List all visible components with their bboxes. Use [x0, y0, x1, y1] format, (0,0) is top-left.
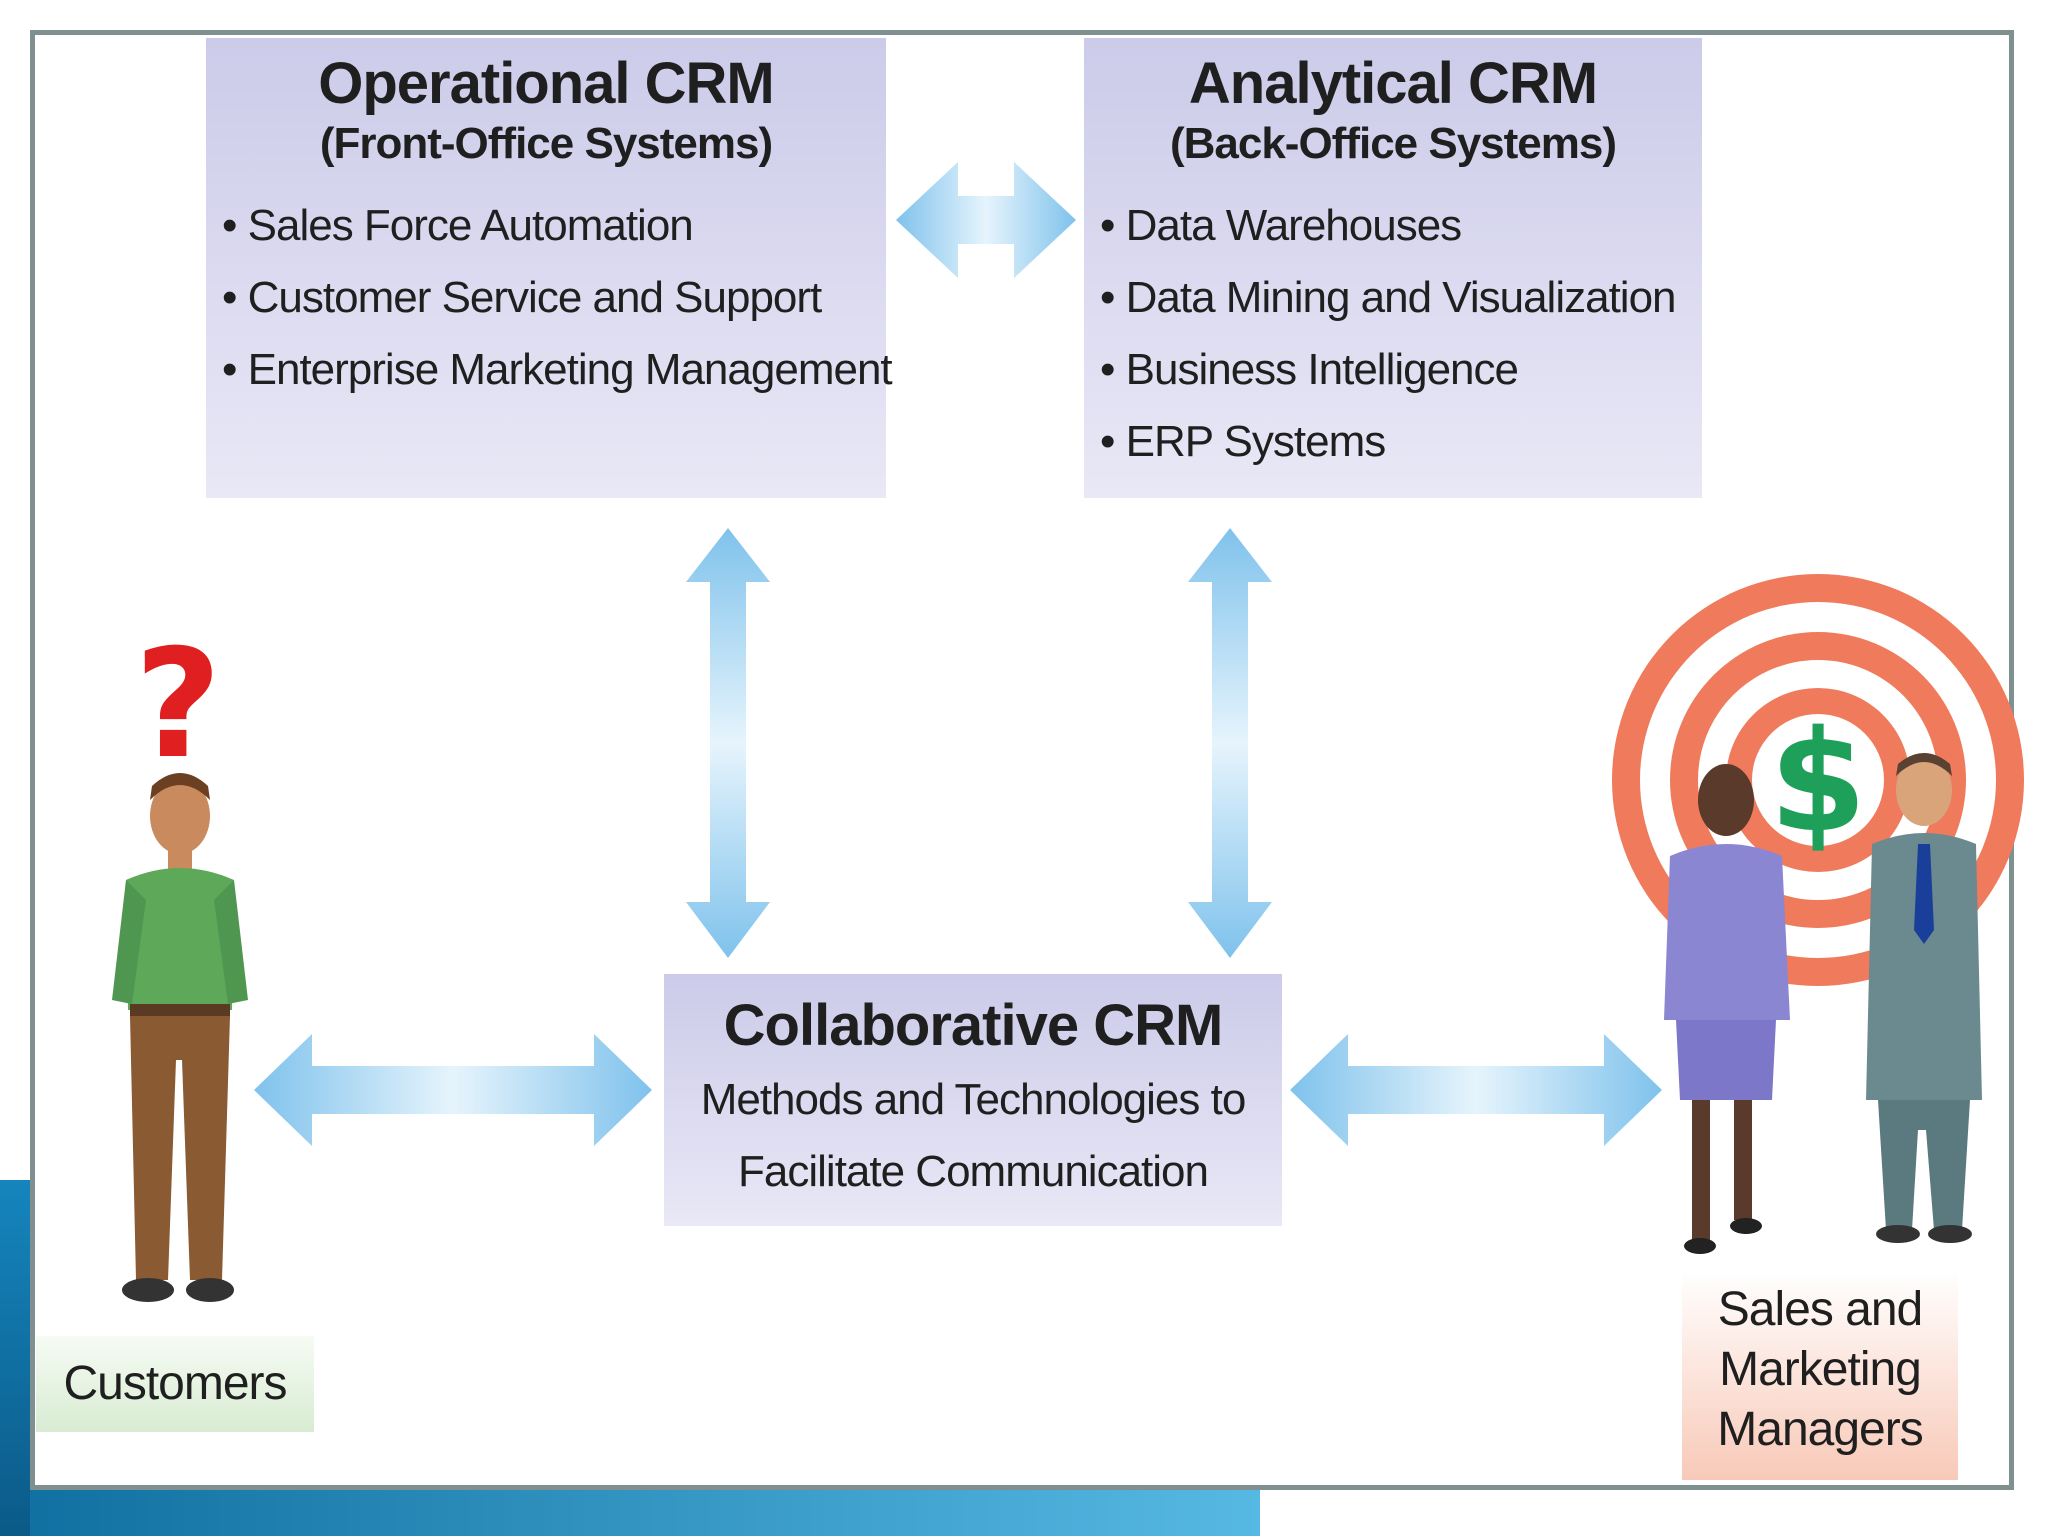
- analytical-crm-subtitle: (Back-Office Systems): [1169, 119, 1617, 168]
- arrow-analytical-collaborative: [1188, 528, 1272, 958]
- question-mark-icon: ?: [134, 618, 221, 792]
- bottom-decoration-bar: [0, 1490, 1260, 1536]
- operational-crm-list: Sales Force Automation Customer Service …: [206, 190, 893, 406]
- arrow-customers-collaborative: [254, 1034, 652, 1146]
- managers-label: Sales and Marketing Managers: [1682, 1270, 1958, 1480]
- operational-item: Sales Force Automation: [222, 190, 886, 262]
- arrow-operational-analytical: [896, 162, 1076, 278]
- collaborative-line-2: Facilitate Communication: [738, 1147, 1209, 1196]
- analytical-item: ERP Systems: [1100, 406, 1702, 478]
- operational-crm-subtitle: (Front-Office Systems): [319, 119, 773, 168]
- analytical-item: Data Mining and Visualization: [1100, 262, 1702, 334]
- arrow-operational-collaborative: [686, 528, 770, 958]
- man-manager-icon: [1866, 753, 1982, 1243]
- customers-label: Customers: [36, 1336, 314, 1432]
- collaborative-crm-box: Collaborative CRM Methods and Technologi…: [664, 974, 1282, 1226]
- operational-crm-title: Operational CRM: [318, 51, 775, 116]
- operational-item: Customer Service and Support: [222, 262, 886, 334]
- collaborative-line-1: Methods and Technologies to: [700, 1075, 1247, 1124]
- woman-manager-icon: [1664, 764, 1790, 1254]
- left-decoration-bar: [0, 1180, 30, 1536]
- managers-label-line-1: Sales and: [1717, 1283, 1924, 1336]
- analytical-crm-box: Analytical CRM (Back-Office Systems) Dat…: [1084, 38, 1702, 498]
- analytical-crm-list: Data Warehouses Data Mining and Visualiz…: [1084, 190, 1702, 478]
- collaborative-crm-description: Methods and Technologies to Facilitate C…: [664, 1064, 1282, 1208]
- managers-label-line-3: Managers: [1717, 1403, 1923, 1456]
- analytical-item: Business Intelligence: [1100, 334, 1702, 406]
- operational-crm-box: Operational CRM (Front-Office Systems) S…: [206, 38, 893, 498]
- arrow-collaborative-managers: [1290, 1034, 1662, 1146]
- analytical-crm-title: Analytical CRM: [1188, 51, 1598, 116]
- dollar-sign-icon: $: [1769, 701, 1866, 864]
- operational-item: Enterprise Marketing Management: [222, 334, 893, 406]
- managers-label-line-2: Marketing: [1719, 1343, 1922, 1396]
- customer-person-icon: [112, 773, 248, 1302]
- analytical-item: Data Warehouses: [1100, 190, 1702, 262]
- collaborative-crm-title: Collaborative CRM: [723, 993, 1224, 1058]
